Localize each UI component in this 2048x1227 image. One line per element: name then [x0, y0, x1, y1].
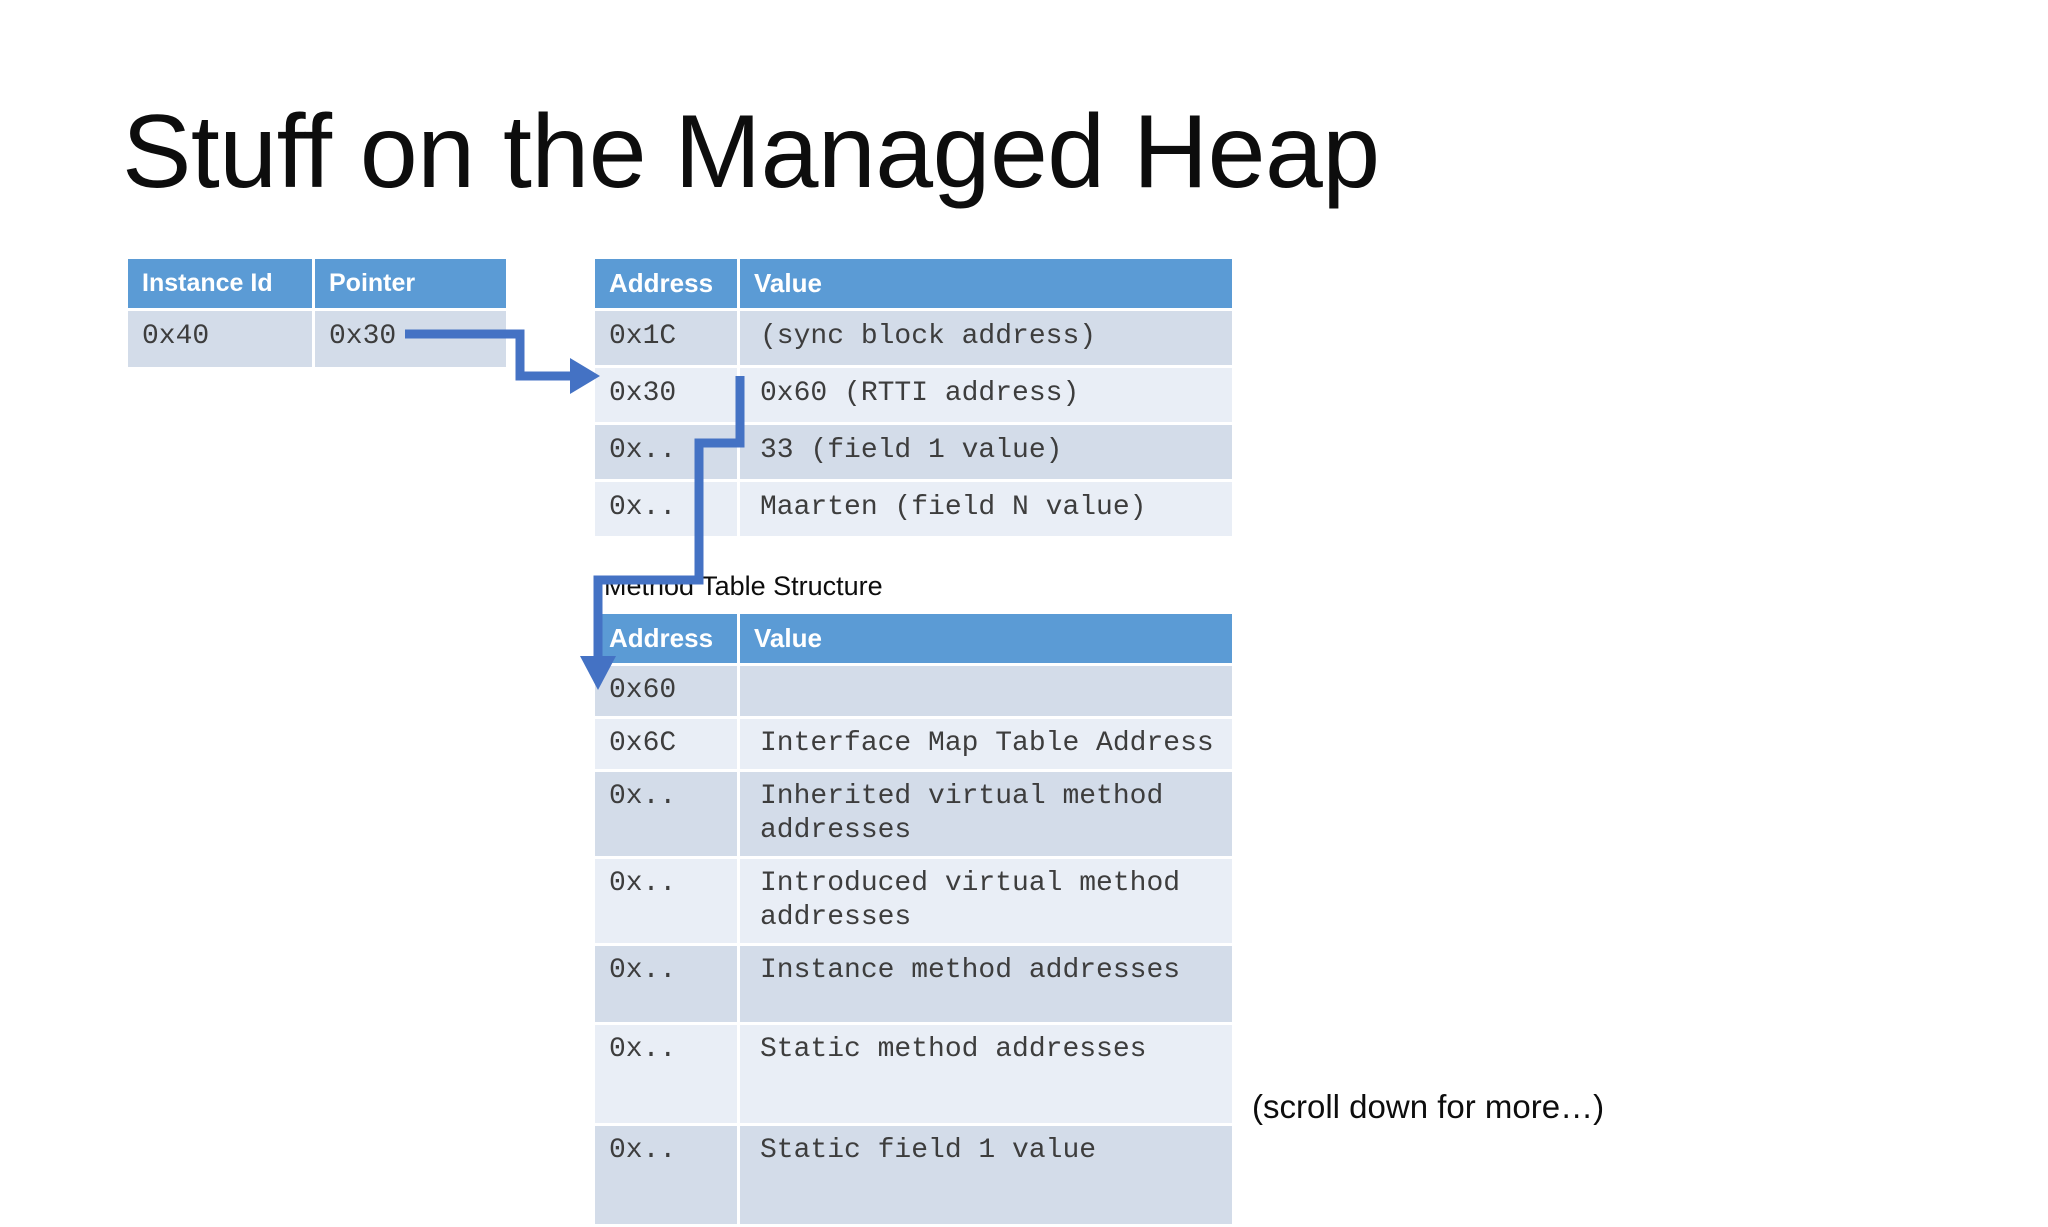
- table-row[interactable]: 0x.. Maarten (field N value): [595, 482, 1232, 539]
- method-table: Address Value 0x60 0x6C Interface Map Ta…: [595, 614, 1232, 1227]
- cell-address: 0x..: [595, 1126, 740, 1227]
- column-header-pointer: Pointer: [315, 259, 506, 311]
- cell-value: Static method addresses: [740, 1025, 1232, 1126]
- cell-value: Interface Map Table Address: [740, 719, 1232, 772]
- cell-value: Introduced virtual method addresses: [740, 859, 1232, 946]
- table-row[interactable]: 0x.. Introduced virtual method addresses: [595, 859, 1232, 946]
- table-row[interactable]: 0x60: [595, 666, 1232, 719]
- table-header-row: Address Value: [595, 259, 1232, 311]
- column-header-instance-id: Instance Id: [128, 259, 315, 311]
- instance-table: Instance Id Pointer 0x40 0x30: [128, 259, 506, 370]
- table-row[interactable]: 0x.. 33 (field 1 value): [595, 425, 1232, 482]
- cell-address: 0x..: [595, 859, 740, 946]
- table-header-row: Address Value: [595, 614, 1232, 666]
- cell-address: 0x..: [595, 425, 740, 482]
- table-row[interactable]: 0x40 0x30: [128, 311, 506, 370]
- cell-address: 0x30: [595, 368, 740, 425]
- column-header-address: Address: [595, 259, 740, 311]
- table-row[interactable]: 0x.. Static method addresses: [595, 1025, 1232, 1126]
- cell-value: (sync block address): [740, 311, 1232, 368]
- table-row[interactable]: 0x1C (sync block address): [595, 311, 1232, 368]
- column-header-value: Value: [740, 614, 1232, 666]
- cell-value: Inherited virtual method addresses: [740, 772, 1232, 859]
- table-row[interactable]: 0x.. Inherited virtual method addresses: [595, 772, 1232, 859]
- table-row[interactable]: 0x30 0x60 (RTTI address): [595, 368, 1232, 425]
- table-header-row: Instance Id Pointer: [128, 259, 506, 311]
- cell-address: 0x6C: [595, 719, 740, 772]
- cell-address: 0x..: [595, 772, 740, 859]
- slide-canvas: Stuff on the Managed Heap Instance Id Po…: [122, 94, 1605, 1227]
- object-layout-table: Address Value 0x1C (sync block address) …: [595, 259, 1232, 539]
- column-header-value: Value: [740, 259, 1232, 311]
- cell-address: 0x60: [595, 666, 740, 719]
- cell-address: 0x1C: [595, 311, 740, 368]
- cell-value: 0x60 (RTTI address): [740, 368, 1232, 425]
- cell-pointer: 0x30: [315, 311, 506, 370]
- cell-value: [740, 666, 1232, 719]
- cell-address: 0x..: [595, 1025, 740, 1126]
- cell-address: 0x..: [595, 482, 740, 539]
- table-row[interactable]: 0x.. Instance method addresses: [595, 946, 1232, 1025]
- cell-value: 33 (field 1 value): [740, 425, 1232, 482]
- cell-instance-id: 0x40: [128, 311, 315, 370]
- table-row[interactable]: 0x6C Interface Map Table Address: [595, 719, 1232, 772]
- scroll-hint-text: (scroll down for more…): [1252, 1088, 1605, 1125]
- method-table-caption: Method Table Structure: [604, 571, 883, 601]
- cell-value: Instance method addresses: [740, 946, 1232, 1025]
- cell-address: 0x..: [595, 946, 740, 1025]
- page-title: Stuff on the Managed Heap: [122, 94, 1380, 210]
- table-row[interactable]: 0x.. Static field 1 value: [595, 1126, 1232, 1227]
- cell-value: Static field 1 value: [740, 1126, 1232, 1227]
- column-header-address: Address: [595, 614, 740, 666]
- cell-value: Maarten (field N value): [740, 482, 1232, 539]
